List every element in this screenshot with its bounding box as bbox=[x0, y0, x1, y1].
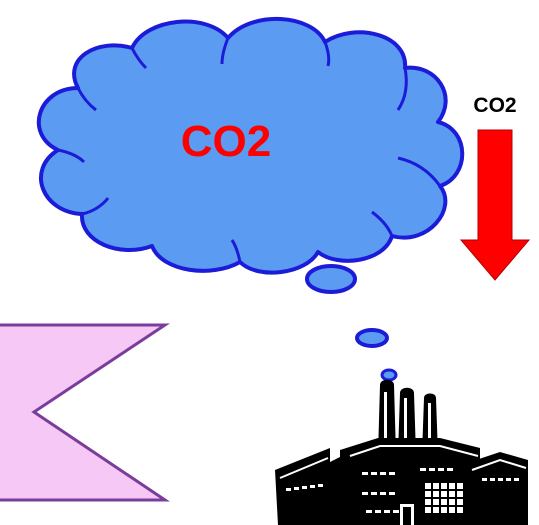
window bbox=[447, 468, 453, 471]
window bbox=[384, 510, 390, 513]
arrow-co2-label: CO2 bbox=[473, 94, 516, 117]
thought-bubbles bbox=[305, 264, 398, 382]
window bbox=[375, 510, 381, 513]
roof-line bbox=[279, 457, 329, 479]
cloud-crease bbox=[371, 210, 394, 237]
window bbox=[490, 478, 495, 481]
cloud-crease bbox=[230, 239, 242, 263]
thought-bubble-medium bbox=[355, 328, 389, 348]
roof-line bbox=[471, 458, 527, 471]
factory-right-wing bbox=[470, 452, 528, 525]
factory-windows bbox=[286, 468, 519, 513]
window bbox=[438, 468, 444, 471]
window bbox=[389, 492, 395, 495]
cloud-crease bbox=[220, 37, 230, 65]
window bbox=[514, 478, 519, 481]
bowtie-shape bbox=[0, 323, 170, 502]
window bbox=[302, 486, 307, 489]
roof-line bbox=[349, 445, 479, 457]
window bbox=[318, 484, 323, 487]
window bbox=[420, 468, 426, 471]
window bbox=[286, 488, 291, 491]
window bbox=[362, 492, 368, 495]
window bbox=[482, 478, 487, 481]
stack-highlight bbox=[428, 403, 431, 440]
window bbox=[498, 478, 503, 481]
pink-chevron bbox=[0, 323, 170, 502]
grid-window-border bbox=[423, 481, 465, 515]
thought-bubble-small bbox=[380, 368, 398, 382]
window bbox=[380, 492, 386, 495]
cloud-shape bbox=[36, 17, 465, 275]
cloud-crease bbox=[397, 156, 442, 187]
stack-highlight bbox=[404, 398, 407, 440]
cloud-crease bbox=[130, 47, 148, 70]
grid-window-bars bbox=[424, 482, 464, 514]
cloud-crease bbox=[396, 67, 408, 111]
cloud-crease bbox=[323, 41, 331, 67]
window bbox=[362, 472, 368, 475]
window bbox=[366, 510, 372, 513]
window bbox=[506, 478, 511, 481]
cloud-crease bbox=[76, 87, 97, 112]
co2-cloud: CO2 bbox=[36, 17, 465, 275]
factory-grid-window bbox=[423, 481, 465, 515]
cloud-crease bbox=[81, 197, 110, 216]
stack-highlight bbox=[384, 392, 387, 440]
cloud-co2-label: CO2 bbox=[181, 117, 271, 166]
window bbox=[294, 487, 299, 490]
window bbox=[389, 472, 395, 475]
factory-icon bbox=[275, 379, 528, 525]
door-inner bbox=[403, 507, 411, 525]
window bbox=[429, 468, 435, 471]
thought-bubble-large bbox=[305, 264, 357, 294]
window bbox=[380, 472, 386, 475]
down-arrow-icon bbox=[459, 129, 531, 281]
window bbox=[310, 485, 315, 488]
window bbox=[371, 472, 377, 475]
window bbox=[371, 492, 377, 495]
window bbox=[393, 510, 399, 513]
co2-arrow-group: CO2 bbox=[459, 94, 531, 281]
cloud-crease bbox=[57, 148, 86, 164]
